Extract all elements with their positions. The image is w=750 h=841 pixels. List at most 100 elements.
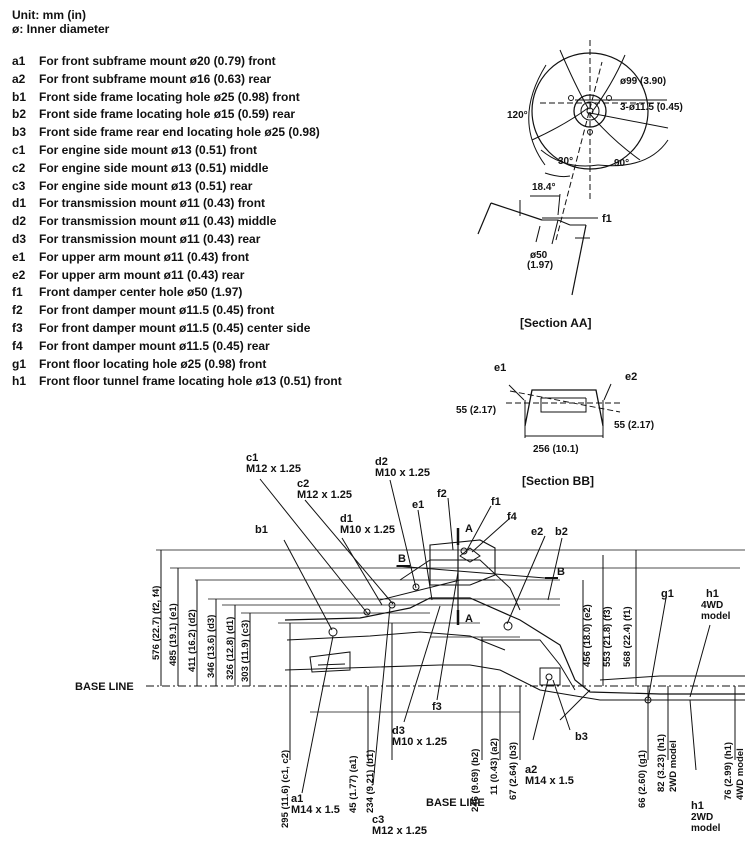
- dim-76-note: 4WD model: [735, 748, 746, 800]
- label-d3-bolt: M10 x 1.25: [392, 736, 447, 748]
- label-b1: b1: [255, 524, 268, 536]
- label-h1-top: h1: [706, 588, 719, 600]
- sec-aa-caption: [Section AA]: [520, 316, 592, 330]
- dim-11: 11 (0.43) (a2): [489, 738, 500, 795]
- label-f1: f1: [491, 496, 501, 508]
- legend-code: b3: [12, 125, 27, 140]
- sec-bb-offset-right: 55 (2.17): [614, 420, 654, 431]
- dim-568: 568 (22.4) (f1): [622, 606, 633, 667]
- legend-text: For engine side mount ø13 (0.51) middle: [39, 160, 269, 175]
- label-f4: f4: [507, 511, 518, 523]
- sec-bb-caption: [Section BB]: [522, 474, 594, 488]
- label-d1: d1: [340, 513, 353, 525]
- unit-note: Unit: mm (in): [12, 8, 86, 22]
- legend-code: a1: [12, 54, 26, 68]
- sec-aa-angle-30: 30°: [558, 156, 573, 167]
- label-d1-bolt: M10 x 1.25: [340, 524, 395, 536]
- legend-text: Front side frame locating hole ø25 (0.98…: [39, 89, 300, 104]
- dim-303: 303 (11.9) (c3): [240, 620, 251, 682]
- dim-456: 456 (18.0) (e2): [582, 604, 593, 667]
- legend-text: Front floor locating hole ø25 (0.98) fro…: [39, 356, 267, 371]
- label-h1-top-model1: 4WD: [701, 600, 723, 611]
- dim-76: 76 (2.99) (h1): [723, 742, 734, 800]
- label-c1: c1: [246, 452, 258, 464]
- label-f2: f2: [437, 488, 447, 500]
- legend-code: e2: [12, 267, 26, 282]
- dim-66: 66 (2.60) (g1): [637, 750, 648, 808]
- legend-text: For front damper mount ø11.5 (0.45) cent…: [39, 321, 311, 335]
- dim-45: 45 (1.77) (a1): [348, 755, 359, 813]
- base-line-label-bottom: BASE LINE: [426, 797, 485, 809]
- sec-bb-e1: e1: [494, 362, 506, 374]
- legend-text: Front side frame locating hole ø15 (0.59…: [39, 107, 296, 122]
- legend-code: b1: [12, 89, 27, 104]
- legend-text: For transmission mount ø11 (0.43) middle: [39, 214, 277, 229]
- legend-item-b1: b1 Front side frame locating hole ø25 (0.…: [12, 90, 300, 104]
- label-a2-bolt: M14 x 1.5: [525, 775, 574, 787]
- diameter-note: ø: Inner diameter: [12, 22, 110, 36]
- legend-text: For front subframe mount ø16 (0.63) rear: [39, 71, 272, 86]
- legend-text: For transmission mount ø11 (0.43) rear: [39, 232, 261, 246]
- label-d2: d2: [375, 456, 388, 468]
- sec-aa-hole-main: ø99 (3.90): [620, 76, 666, 87]
- legend-code: f2: [12, 303, 23, 318]
- legend-code: d1: [12, 196, 27, 211]
- section-bb-drawing: [506, 383, 621, 438]
- sec-aa-angle-90: 90°: [614, 158, 629, 169]
- dim-82-note: 2WD model: [668, 740, 679, 792]
- legend-code: f4: [12, 338, 23, 353]
- legend-text: Front side frame rear end locating hole …: [39, 125, 320, 140]
- legend-text: For transmission mount ø11 (0.43) front: [39, 196, 266, 211]
- label-e2: e2: [531, 526, 543, 538]
- side-view-drawing: [146, 478, 745, 794]
- label-h1-bot-model2: model: [691, 823, 721, 834]
- legend-code: f3: [12, 321, 23, 335]
- sec-bb-width: 256 (10.1): [533, 444, 579, 455]
- dim-553: 553 (21.8) (f3): [602, 606, 613, 667]
- label-c1-bolt: M12 x 1.25: [246, 463, 301, 475]
- legend-item-c2: c2 For engine side mount ø13 (0.51) middl…: [12, 161, 268, 175]
- label-d2-bolt: M10 x 1.25: [375, 467, 430, 479]
- dim-326: 326 (12.8) (d1): [225, 617, 236, 680]
- label-c2-bolt: M12 x 1.25: [297, 489, 352, 501]
- dim-485: 485 (19.1) (e1): [168, 603, 179, 666]
- label-h1-top-model2: model: [701, 611, 731, 622]
- label-c3-bolt: M12 x 1.25: [372, 825, 427, 837]
- label-a1-bolt: M14 x 1.5: [291, 804, 340, 816]
- legend-code: e1: [12, 249, 26, 264]
- label-d3: d3: [392, 725, 405, 737]
- legend-text: For engine side mount ø13 (0.51) front: [39, 143, 258, 157]
- legend-code: f1: [12, 285, 23, 300]
- legend-item-b2: b2 Front side frame locating hole ø15 (0.…: [12, 107, 295, 121]
- sec-bb-offset-left: 55 (2.17): [456, 405, 496, 416]
- label-h1-bot-model1: 2WD: [691, 812, 713, 823]
- legend-text: Front floor tunnel frame locating hole ø…: [39, 374, 342, 389]
- legend-item-c1: c1 For engine side mount ø13 (0.51) front: [12, 143, 257, 157]
- dim-67: 67 (2.64) (b3): [508, 742, 519, 800]
- legend-item-g1: g1 Front floor locating hole ø25 (0.98) f…: [12, 357, 266, 371]
- legend-text: For upper arm mount ø11 (0.43) front: [39, 249, 250, 264]
- legend-item-d2: d2 For transmission mount ø11 (0.43) midd…: [12, 214, 276, 228]
- label-g1: g1: [661, 588, 674, 600]
- label-b3: b3: [575, 731, 588, 743]
- label-f3: f3: [432, 701, 442, 713]
- legend-code: g1: [12, 356, 27, 371]
- sec-aa-angle-tilt: 18.4°: [532, 182, 555, 193]
- sec-aa-center-dia-2: (1.97): [527, 260, 553, 271]
- dim-295: 295 (11.6) (c1, c2): [280, 750, 291, 828]
- label-c2: c2: [297, 478, 309, 490]
- legend-text: For upper arm mount ø11 (0.43) rear: [39, 267, 245, 282]
- dim-234: 234 (9.21) (b1): [365, 750, 376, 813]
- legend-code: d2: [12, 214, 27, 229]
- legend-code: b2: [12, 107, 27, 122]
- legend-code: c2: [12, 160, 26, 175]
- legend-code: c1: [12, 143, 26, 157]
